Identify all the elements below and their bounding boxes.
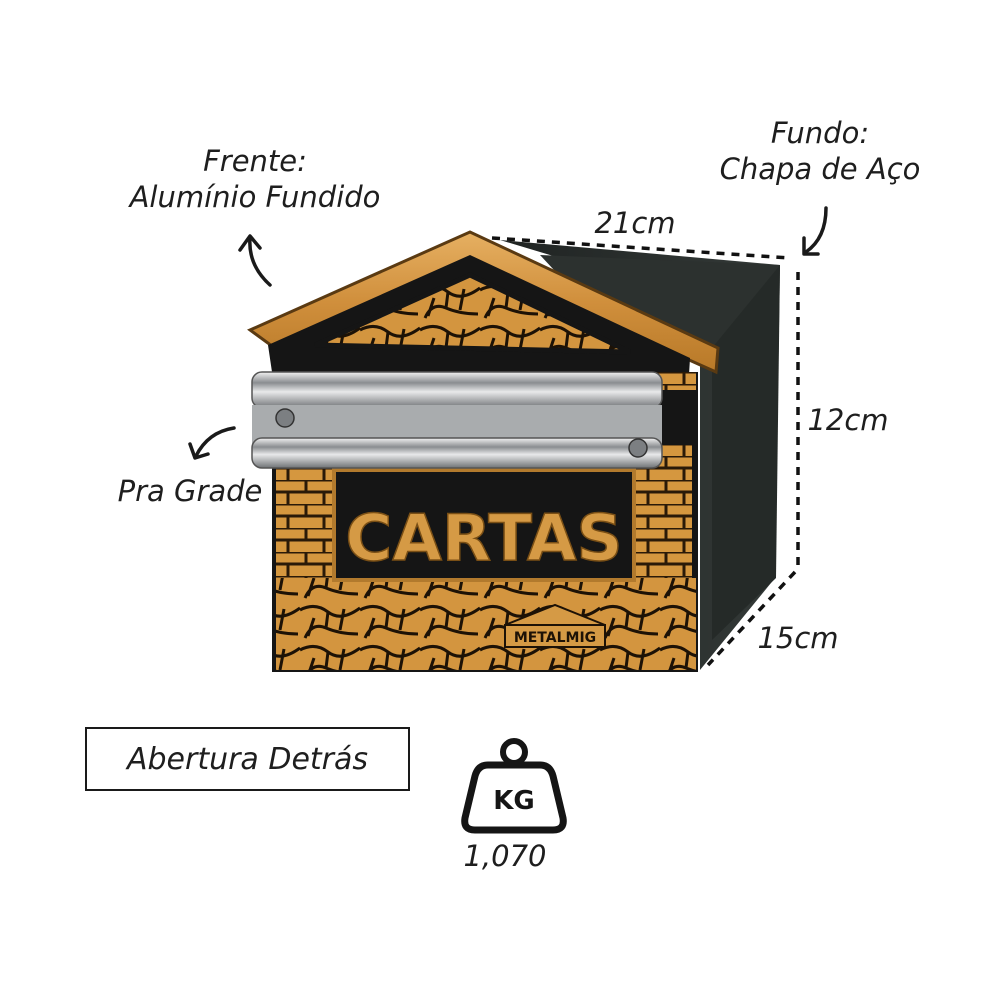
weight-value: 1,070 [463, 839, 547, 873]
brand-text: METALMIG [514, 630, 596, 646]
opening-box: Abertura Detrás [85, 727, 410, 791]
fundo-arrow-icon [802, 206, 828, 256]
depth-label: 15cm [757, 621, 839, 655]
width-label: 21cm [594, 206, 676, 240]
grade-label: Pra Grade [117, 474, 263, 508]
mailbox-roof [247, 230, 720, 392]
width-dimension-line [491, 236, 791, 260]
grade-arrow-icon [188, 426, 236, 460]
depth-dimension-line [706, 570, 797, 667]
frente-arrow-icon [238, 234, 272, 287]
frente-title: Frente: [203, 144, 307, 178]
opening-label: Abertura Detrás [126, 741, 369, 777]
weight-kg-text: KG [493, 786, 535, 816]
fundo-material: Chapa de Aço [719, 152, 921, 187]
fundo-label: Fundo: Chapa de Aço [700, 115, 940, 188]
height-label: 12cm [807, 403, 889, 437]
frente-material: Alumínio Fundido [129, 180, 381, 215]
chrome-bracket [251, 371, 663, 469]
weight-kg-icon: KG [461, 738, 567, 834]
fundo-title: Fundo: [770, 116, 870, 150]
arrows [188, 206, 828, 460]
frente-label: Frente: Alumínio Fundido [110, 143, 400, 216]
brand-badge: METALMIG [504, 603, 606, 648]
cartas-plate-text: CARTAS [345, 502, 622, 576]
dimension-lines [491, 236, 800, 667]
